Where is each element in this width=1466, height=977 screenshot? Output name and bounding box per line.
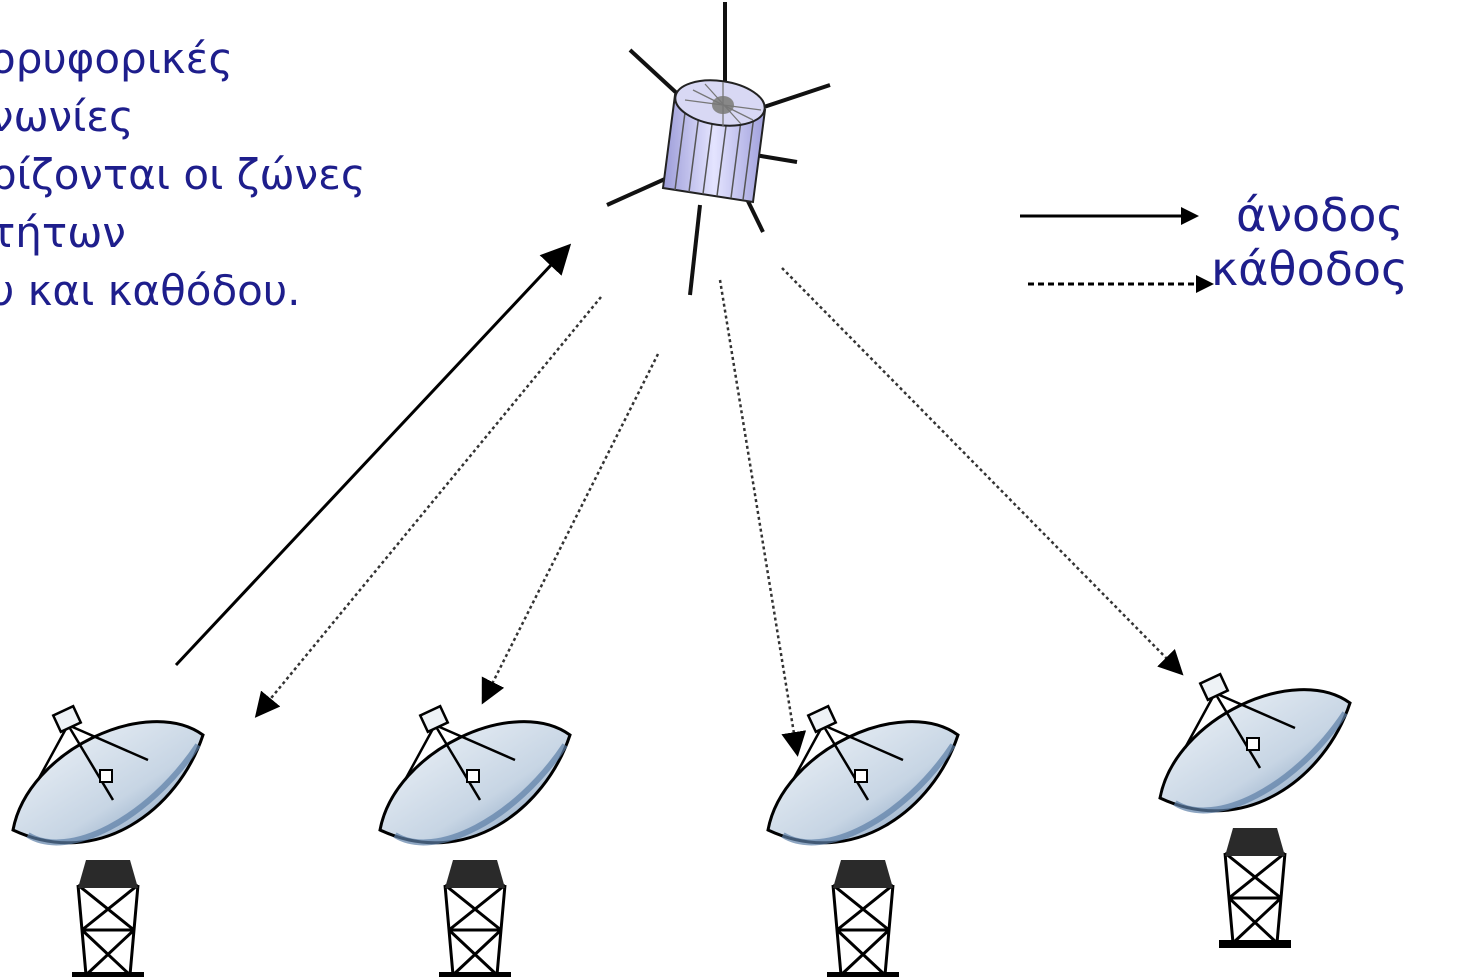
downlink-arrow-1 xyxy=(254,296,602,718)
legend-uplink-label: άνοδος xyxy=(1236,188,1404,242)
satellite-icon xyxy=(606,2,831,296)
intro-line-4: τήτων xyxy=(0,208,126,257)
intro-line-1: ορυφορικές xyxy=(0,34,234,83)
intro-line-2: νωνίες xyxy=(0,92,134,141)
downlink-arrow-4 xyxy=(781,267,1184,676)
uplink-arrow xyxy=(174,243,572,667)
intro-line-3: ρίζονται οι ζώνες xyxy=(0,150,366,199)
satellite-dish-icon xyxy=(13,706,203,977)
downlink-arrow-3 xyxy=(718,279,807,757)
satellite-dish-icon xyxy=(380,706,570,977)
intro-line-5: υ και καθόδου. xyxy=(0,266,301,315)
legend-downlink-label: κάθοδος xyxy=(1211,242,1409,296)
downlink-arrow-2 xyxy=(481,353,660,705)
intro-text: ορυφορικές νωνίες ρίζονται οι ζώνες τήτω… xyxy=(0,30,510,320)
satellite-dish-icon xyxy=(768,706,958,977)
satellite-dish-icon xyxy=(1160,674,1350,948)
